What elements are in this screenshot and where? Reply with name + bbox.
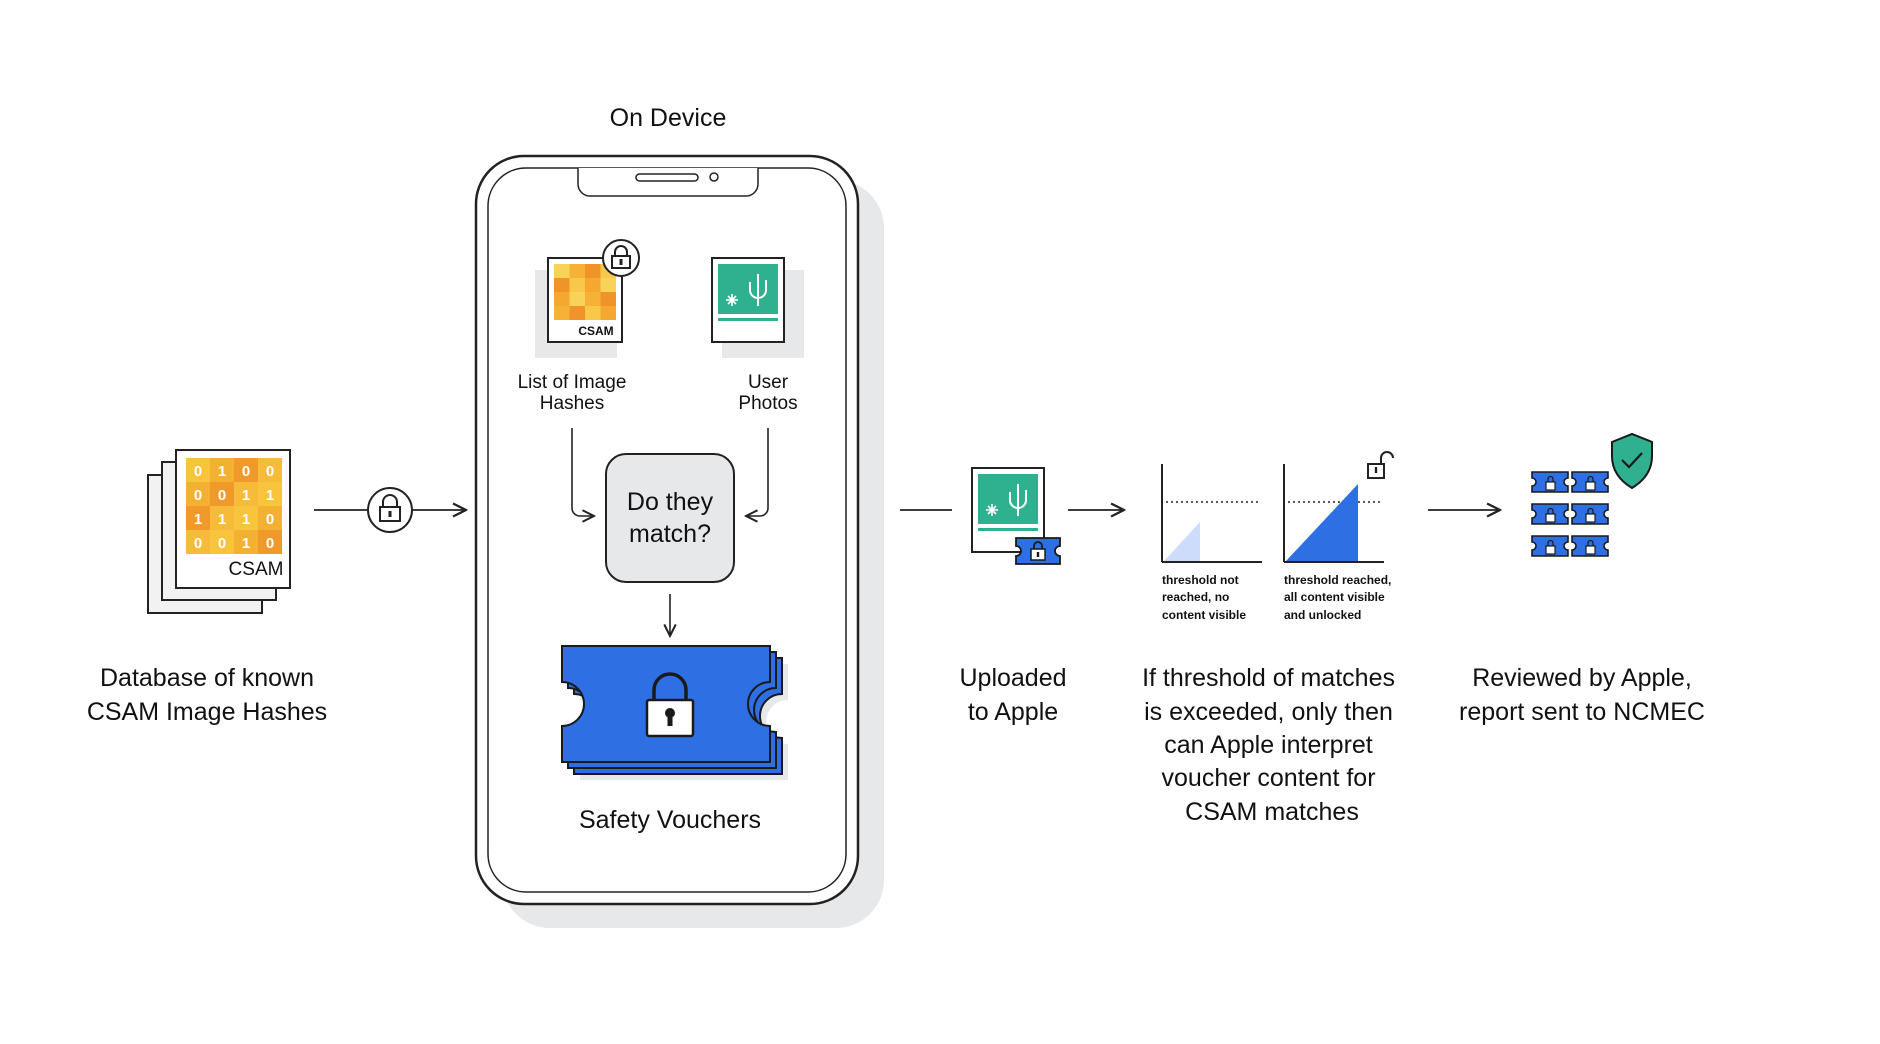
- safety-vouchers-icon: [561, 645, 788, 780]
- on-device-title: On Device: [610, 104, 727, 132]
- hash-cell: [210, 506, 234, 530]
- user-photos-label-line2: Photos: [738, 393, 797, 414]
- arrow-photos-to-match: [746, 428, 769, 516]
- hash-list-cell: [554, 264, 570, 278]
- hash-list-label-line1: List of Image: [518, 372, 627, 393]
- upload-label-line2: to Apple: [968, 698, 1058, 726]
- threshold-reached-caption: threshold reached, all content visible a…: [1284, 573, 1395, 622]
- hash-cell: [186, 530, 210, 554]
- mini-voucher-icon: [1531, 535, 1569, 557]
- lock-badge-icon: [602, 239, 640, 277]
- match-text-line1: Do they: [627, 488, 714, 516]
- hash-cell: [210, 482, 234, 506]
- hash-list-cell: [554, 306, 570, 320]
- hash-bit: 1: [266, 487, 274, 504]
- threshold-description: If threshold of matches is exceeded, onl…: [1142, 664, 1402, 826]
- match-box: [605, 453, 735, 583]
- mini-voucher-icon: [1531, 471, 1569, 493]
- shield-check-icon: [1611, 432, 1653, 490]
- threshold-not-reached-chart: [1161, 464, 1262, 563]
- hash-list-label-line2: Hashes: [540, 393, 604, 414]
- hash-bit: 1: [242, 487, 250, 504]
- hash-cell: [258, 506, 282, 530]
- hash-bit: 1: [194, 511, 202, 528]
- hash-list-cell: [569, 292, 585, 306]
- hash-bit: 0: [194, 463, 202, 480]
- hash-cell: [258, 530, 282, 554]
- hash-list-cell: [554, 278, 570, 292]
- hash-cell: [234, 530, 258, 554]
- review-label-line1: Reviewed by Apple,: [1472, 664, 1692, 692]
- hash-list-cell: [554, 292, 570, 306]
- hash-list-icon: CSAM: [535, 257, 623, 358]
- hash-bit: 0: [266, 463, 274, 480]
- hash-cell: [234, 458, 258, 482]
- hash-cell: [234, 482, 258, 506]
- hash-bit: 1: [218, 463, 226, 480]
- hash-list-badge: CSAM: [578, 324, 613, 338]
- mini-voucher-icon: [1571, 535, 1609, 557]
- hash-bit: 0: [194, 535, 202, 552]
- mini-voucher-icon: [1571, 503, 1609, 525]
- unlocked-padlock-icon: [1367, 451, 1394, 479]
- mini-voucher-icon: [1531, 503, 1569, 525]
- user-photos-icon: [711, 257, 804, 358]
- hash-list-cell: [569, 264, 585, 278]
- hash-list-cell: [600, 292, 616, 306]
- hash-cell: [186, 506, 210, 530]
- hash-cell: [234, 506, 258, 530]
- arrow-hashes-to-match: [571, 428, 594, 516]
- hash-bit: 1: [218, 511, 226, 528]
- hash-list-cell: [569, 278, 585, 292]
- hash-cell: [258, 458, 282, 482]
- hash-bit: 0: [218, 487, 226, 504]
- hash-bit: 0: [194, 487, 202, 504]
- database-label-line1: Database of known: [100, 664, 314, 692]
- uploaded-photo-icon: [971, 467, 1045, 553]
- hash-list-cell: [569, 306, 585, 320]
- hash-bit: 1: [242, 511, 250, 528]
- vouchers-label: Safety Vouchers: [579, 806, 761, 834]
- hash-cell: [210, 458, 234, 482]
- hash-bit: 0: [218, 535, 226, 552]
- hash-bit: 0: [266, 511, 274, 528]
- upload-label-line1: Uploaded: [959, 664, 1066, 692]
- phone-notch: [577, 168, 759, 197]
- hash-bit: 0: [266, 535, 274, 552]
- database-label-line2: CSAM Image Hashes: [87, 698, 327, 726]
- hash-list-cell: [585, 278, 601, 292]
- hash-bit: 0: [242, 463, 250, 480]
- mini-voucher-icon: [1571, 471, 1609, 493]
- phone-speaker: [635, 173, 699, 182]
- hash-cell: [210, 530, 234, 554]
- hash-cell: [258, 482, 282, 506]
- voucher-lock-icon: [1015, 537, 1061, 565]
- threshold-not-reached-caption: threshold not reached, no content visibl…: [1162, 573, 1246, 622]
- hash-cell: [186, 458, 210, 482]
- review-label-line2: report sent to NCMEC: [1459, 698, 1705, 726]
- match-text-line2: match?: [629, 520, 711, 548]
- hash-list-cell: [585, 306, 601, 320]
- reviewed-vouchers-icon: [1531, 471, 1609, 557]
- hash-list-cell: [600, 278, 616, 292]
- database-badge: CSAM: [229, 559, 284, 580]
- hash-bit: 1: [242, 535, 250, 552]
- hash-list-cell: [585, 292, 601, 306]
- user-photos-label-line1: User: [748, 372, 789, 393]
- lock-circle-icon: [367, 487, 413, 533]
- hash-list-cell: [585, 264, 601, 278]
- hash-list-cell: [600, 306, 616, 320]
- phone-camera: [709, 172, 719, 182]
- threshold-reached-chart: [1283, 464, 1384, 563]
- hash-cell: [186, 482, 210, 506]
